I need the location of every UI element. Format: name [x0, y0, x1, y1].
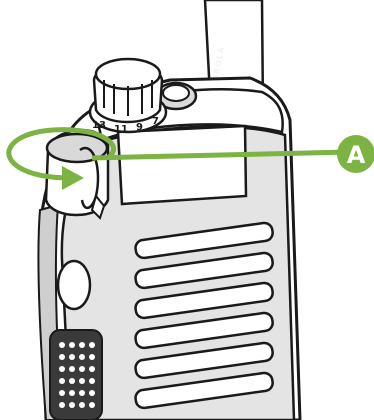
dial-number: 11 — [114, 124, 128, 135]
channel-knob: 13 11 9 7 — [90, 59, 166, 135]
callout-label: A — [347, 141, 366, 169]
side-button — [58, 261, 90, 309]
dial-number: 13 — [92, 120, 106, 131]
side-grip — [50, 330, 102, 420]
volume-knob — [46, 130, 108, 218]
dial-number: 9 — [136, 122, 143, 133]
dial-number: 7 — [152, 116, 159, 127]
